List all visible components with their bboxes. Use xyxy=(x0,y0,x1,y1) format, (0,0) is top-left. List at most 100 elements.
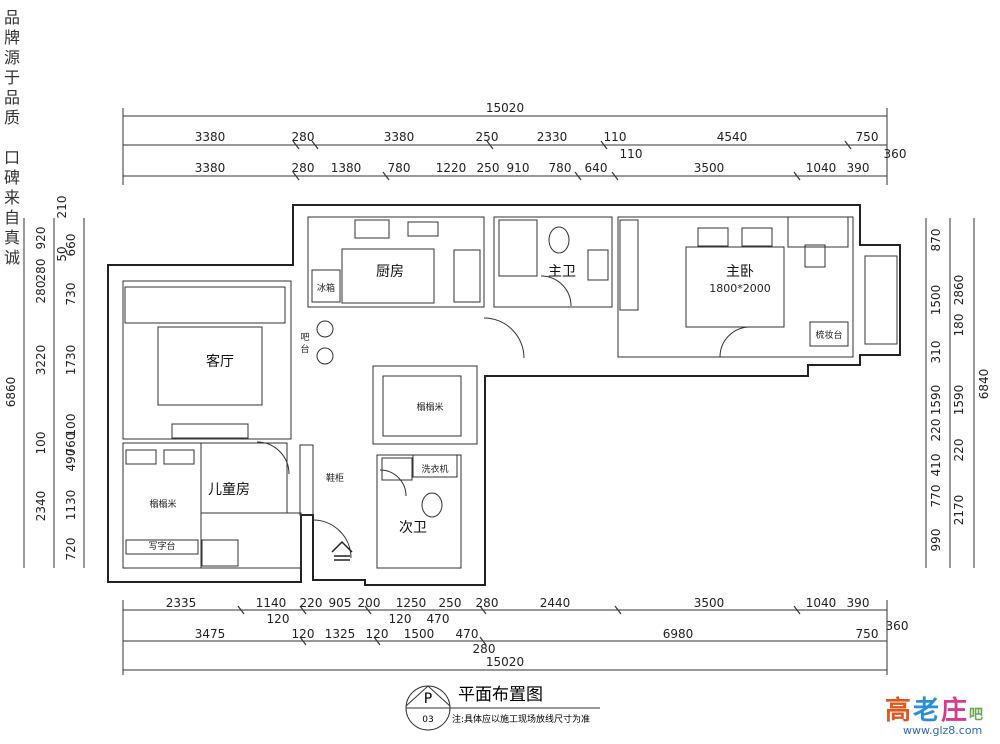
drawing-title: 平面布置图 xyxy=(458,685,543,705)
dim-right-inner: 310 xyxy=(929,341,943,364)
dim-top-row2: 3380 xyxy=(195,161,226,175)
room-kitchen: 厨房 xyxy=(376,264,404,280)
dim-top-row1: 3380 xyxy=(195,130,226,144)
dim-bottom-row1: 3500 xyxy=(694,596,725,610)
dim-top-row1: 3380 xyxy=(384,130,415,144)
slogan-char: 口 xyxy=(4,148,21,167)
slogan-char: 源 xyxy=(4,48,21,67)
dim-bottom-row1: 390 xyxy=(847,596,870,610)
dim-top-row2: 250 xyxy=(477,161,500,175)
title-badge-letter: P xyxy=(424,691,432,707)
vanity-label: 梳妆台 xyxy=(815,329,842,341)
dim-top-row1: 750 xyxy=(856,130,879,144)
dim-top-row1: 250 xyxy=(476,130,499,144)
title-badge-number: 03 xyxy=(422,715,433,725)
dim-top-row1: 2330 xyxy=(537,130,568,144)
dim-top-row2: 390 xyxy=(847,161,870,175)
dim-top-row1: 4540 xyxy=(717,130,748,144)
dim-top-row2: 280 xyxy=(292,161,315,175)
dim-left-inner: 730 xyxy=(64,283,78,306)
dim-bottom-row1: 2335 xyxy=(166,596,197,610)
dim-bottom-row1: 1140 xyxy=(256,596,287,610)
dim-right-inner: 1500 xyxy=(929,285,943,316)
slogan-char: 质 xyxy=(4,108,21,127)
dim-bottom-sub: 470 xyxy=(427,612,450,626)
dim-left-inner: 1130 xyxy=(64,490,78,521)
watermark-url: www.glz8.com xyxy=(903,724,983,737)
dim-left-inner: 490 xyxy=(64,449,78,472)
slogan-char: 碑 xyxy=(4,168,21,187)
dim-top-row2: 780 xyxy=(549,161,572,175)
dim-bottom-row1: 220 xyxy=(300,596,323,610)
dim-right-inner: 410 xyxy=(929,454,943,477)
dim-left-outer: 50 xyxy=(55,246,69,261)
dim-left-outer: 280 xyxy=(34,281,48,304)
dim-bottom-sub: 120 xyxy=(389,612,412,626)
dim-left-inner: 760 xyxy=(64,433,78,456)
dim-bottom-row2: 1500 xyxy=(404,627,435,641)
room-second-bath: 次卫 xyxy=(399,520,427,536)
dim-bottom-row2: 360 xyxy=(886,619,909,633)
slogan-char: 牌 xyxy=(4,28,21,47)
slogan-char: 诚 xyxy=(4,248,21,267)
dim-left-inner: 1730 xyxy=(64,345,78,376)
dim-bottom-row1: 200 xyxy=(358,596,381,610)
room-kids: 儿童房 xyxy=(208,481,250,498)
dim-left-total: 6860 xyxy=(4,377,18,408)
watermark-mark: 高老庄吧 xyxy=(885,696,986,726)
dim-bottom-row1: 280 xyxy=(476,596,499,610)
slogan-char: 真 xyxy=(4,228,21,247)
dim-top-row1: 280 xyxy=(292,130,315,144)
dim-top-row2: 640 xyxy=(585,161,608,175)
drawing-note: 注:具体应以施工现场放线尺寸为准 xyxy=(452,713,590,725)
dim-top-row2: 780 xyxy=(388,161,411,175)
dim-bottom-row2: 3475 xyxy=(195,627,226,641)
dim-left-outer: 920 xyxy=(34,227,48,250)
dim-bottom-row1: 2440 xyxy=(540,596,571,610)
dim-bottom-row2: 120 xyxy=(366,627,389,641)
dim-left-inner: 720 xyxy=(64,538,78,561)
slogan-char: 品 xyxy=(4,8,21,27)
room-living: 客厅 xyxy=(206,353,234,370)
dim-right-total: 6840 xyxy=(977,369,991,400)
dim-right-mid: 2860 xyxy=(952,275,966,306)
dim-top-row2: 110 xyxy=(620,147,643,161)
dim-top-row2: 3500 xyxy=(694,161,725,175)
dim-top-row2: 1040 xyxy=(806,161,837,175)
dim-left-inner: 660 xyxy=(64,234,78,257)
dim-right-inner: 990 xyxy=(929,529,943,552)
tatami-center-label: 榻榻米 xyxy=(416,401,443,413)
dim-bottom-row2: 1325 xyxy=(325,627,356,641)
dim-left-outer: 210 xyxy=(55,196,69,219)
dim-bottom-row2: 470 xyxy=(456,627,479,641)
dim-right-inner: 870 xyxy=(929,229,943,252)
dim-left-outer: 3220 xyxy=(34,345,48,376)
dim-left-outer: 2340 xyxy=(34,491,48,522)
dim-right-inner: 220 xyxy=(929,419,943,442)
dim-bottom-row2: 6980 xyxy=(663,627,694,641)
dim-bottom-row2: 120 xyxy=(292,627,315,641)
dim-top-row1: 110 xyxy=(604,130,627,144)
dim-bottom-row1: 905 xyxy=(329,596,352,610)
room-master-bedroom: 主卧 xyxy=(726,264,754,280)
bed-size-label: 1800*2000 xyxy=(709,282,771,295)
dim-bottom-total: 15020 xyxy=(486,655,524,669)
dim-top-total: 15020 xyxy=(486,101,524,115)
dim-top-row2: 910 xyxy=(507,161,530,175)
dim-right-mid: 2170 xyxy=(952,495,966,526)
dim-bottom-sub: 120 xyxy=(267,612,290,626)
bar-label: 台 xyxy=(300,343,309,355)
dim-right-mid: 220 xyxy=(952,439,966,462)
dim-right-inner: 180 xyxy=(952,314,966,337)
slogan-char: 于 xyxy=(4,68,21,87)
dim-bottom-row1: 250 xyxy=(439,596,462,610)
dim-left-outer: 100 xyxy=(34,432,48,455)
dim-top-row2: 360 xyxy=(884,147,907,161)
slogan-char: 自 xyxy=(4,208,21,227)
tatami-kids-label: 榻榻米 xyxy=(149,498,176,510)
bar-label: 吧 xyxy=(300,332,309,343)
dim-bottom-row1: 1040 xyxy=(806,596,837,610)
dim-top-row2: 1380 xyxy=(331,161,362,175)
slogan-vertical-text: 品 牌 源 于 品 质 口 碑 来 自 真 诚 xyxy=(4,8,24,268)
